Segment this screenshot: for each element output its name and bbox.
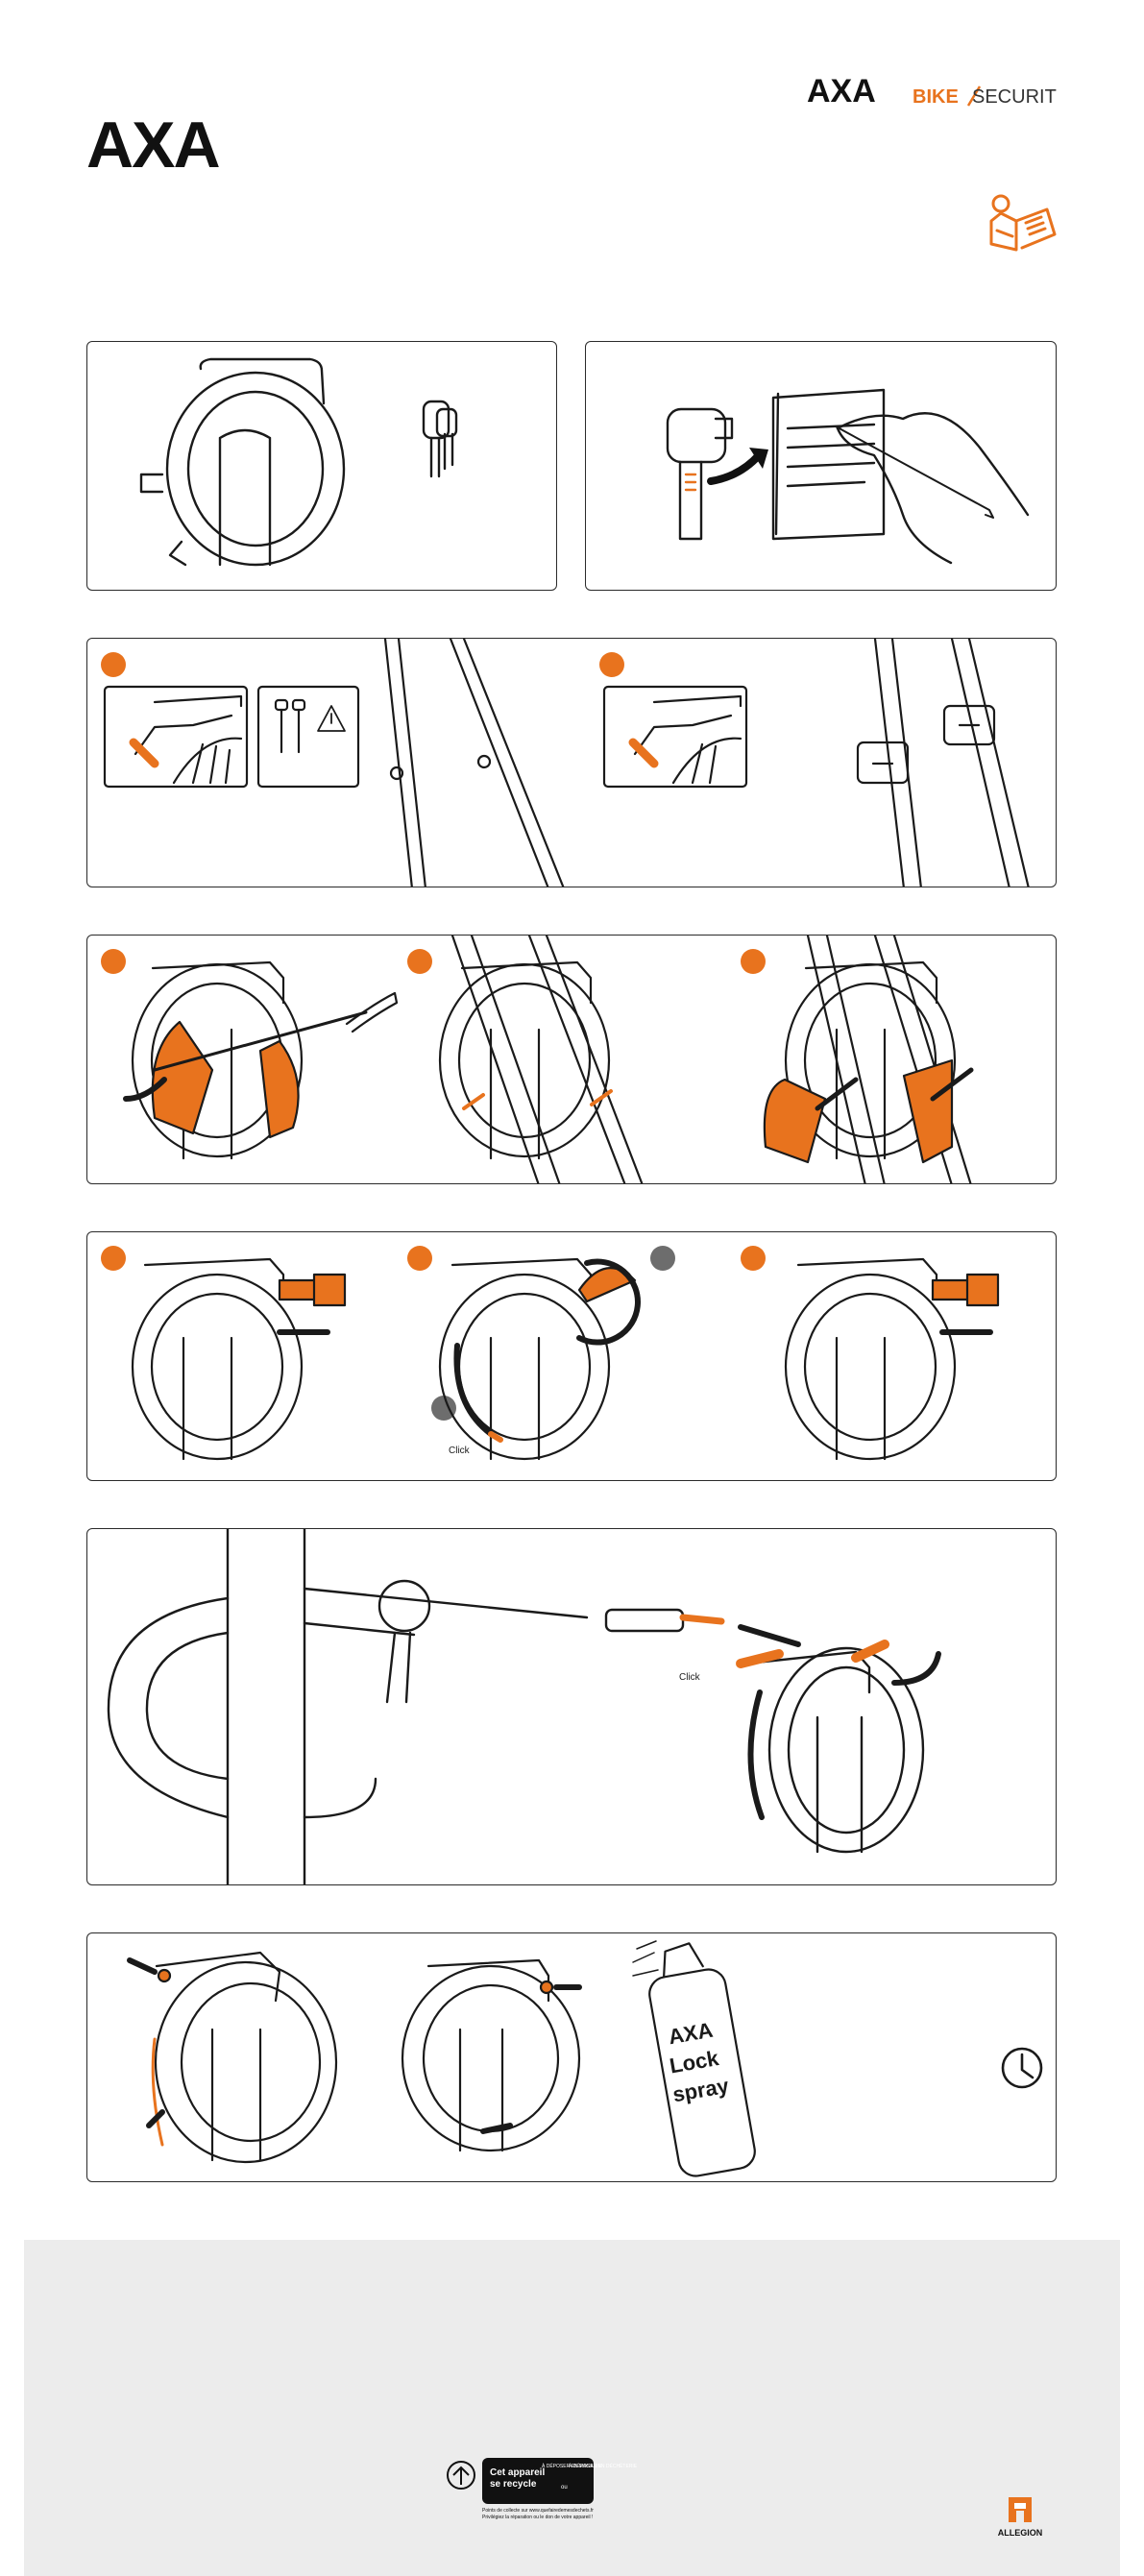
read-manual-icon [984, 192, 1060, 260]
click-label: Click [449, 1446, 471, 1456]
arrow-icon [456, 1346, 491, 1434]
footer-band [24, 2240, 1120, 2576]
insert-key-lock [133, 1259, 345, 1459]
panel-register-key [585, 341, 1057, 591]
axa-logo: AXA [86, 113, 250, 178]
clock-icon [1003, 2049, 1041, 2087]
bike-post [228, 1529, 304, 1885]
arrow-icon [741, 1627, 798, 1644]
recycle-title-2: se recycle [490, 2479, 537, 2490]
lubricate-lock-front [402, 1960, 579, 2151]
arrow-icon [711, 455, 759, 481]
lubricate-lock-side [130, 1953, 336, 2162]
lock-open-covers [126, 962, 397, 1158]
header-logo-bike: BIKE [913, 86, 959, 108]
lock-on-frame-screws [440, 936, 643, 1184]
lock-spray-can: AXA Lock spray [633, 1941, 758, 2178]
panel-maintenance: AXA Lock spray [86, 1932, 1057, 2182]
recycle-note-2: Privilégiez la réparation ou le don de v… [482, 2515, 593, 2520]
panel-key-operation: Click [86, 1231, 1057, 1481]
panel-contents [86, 341, 557, 591]
wheel-detail-box [105, 687, 247, 787]
plug-in-cable: Click [109, 1581, 798, 1817]
arrow-icon [130, 1960, 155, 1972]
axa-logo-text: AXA [86, 113, 219, 173]
remove-key-lock [786, 1259, 998, 1459]
frame-tubes-right [858, 639, 1029, 887]
recycle-option-2: À DÉPOSER EN DÉCHÈTERIE [569, 2463, 638, 2469]
axa-bikesecurity-logo: AXA BIKE SECURITY [807, 73, 1057, 111]
turn-key-lock: Click [440, 1259, 638, 1459]
triman-recycle-icon [448, 2462, 475, 2489]
panel-mount-preparation [86, 638, 1057, 887]
recycle-label: Cet appareil se recycle À DÉPOSER EN MAG… [444, 2454, 655, 2521]
spray-text-1: AXA [667, 2018, 715, 2050]
bolts-box [258, 687, 358, 787]
panel-mount-lock [86, 935, 1057, 1184]
panel-plug-in-chain: Click [86, 1528, 1057, 1885]
recycle-or: ou [561, 2485, 568, 2491]
frame-tubes-left [385, 639, 564, 887]
recycle-title-1: Cet appareil [490, 2467, 545, 2478]
wheel-detail-box-2 [604, 687, 746, 787]
rotate-arrow-icon [750, 1692, 762, 1817]
spray-text-2: Lock [668, 2046, 721, 2078]
lock-closing [741, 1644, 938, 1852]
click-label: Click [679, 1672, 701, 1683]
header-logo-security: SECURITY [972, 86, 1057, 108]
allegion-logo: ALLEGION [982, 2493, 1059, 2541]
writing-hand-illustration [773, 390, 1028, 563]
frame-lock-illustration [141, 359, 344, 565]
allegion-text: ALLEGION [998, 2528, 1043, 2538]
lock-covers-attach [765, 936, 971, 1184]
recycle-note-1: Points de collecte sur www.quefairedemes… [482, 2508, 594, 2514]
header-logo-axa: AXA [807, 73, 876, 109]
keys-illustration [424, 401, 456, 476]
spray-text-3: spray [670, 2074, 731, 2107]
key-card-illustration [668, 409, 732, 539]
